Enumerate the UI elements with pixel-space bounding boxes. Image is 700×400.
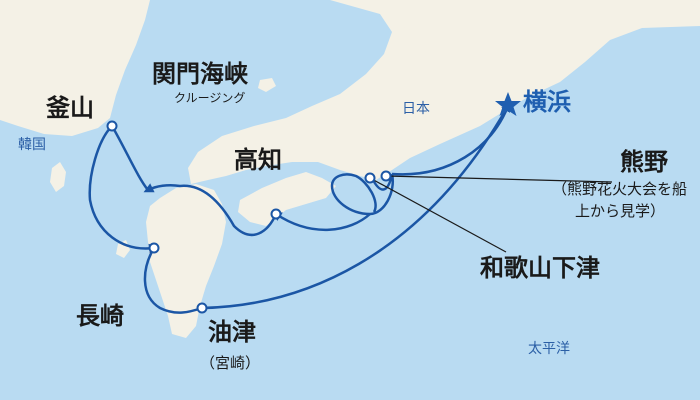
port-marker-nagasaki [148, 242, 160, 254]
kyushu-island [146, 184, 226, 338]
port-note-kumano-2: 上から見学） [575, 202, 666, 220]
route-yokohama-to-kumano [391, 105, 510, 176]
port-marker-aburatsu [196, 302, 208, 314]
port-label-kochi: 高知 [234, 146, 282, 174]
japan-main-landmass [188, 0, 700, 184]
leader-line-wakayama [369, 177, 507, 253]
port-marker-busan [106, 120, 118, 132]
route-busan-to-nagasaki [88, 125, 159, 254]
korea-landmass [0, 0, 150, 136]
leader-line-kumano [385, 175, 613, 183]
port-label-busan: 釜山 [46, 94, 94, 122]
port-marker-wakayama-shimotsu [364, 172, 376, 184]
sado-island [398, 10, 420, 30]
port-label-kanmon: 関門海峡 [152, 60, 248, 88]
tsushima-island [50, 162, 66, 192]
region-label-korea: 韓国 [18, 137, 46, 153]
port-label-nagasaki: 長崎 [76, 302, 124, 330]
port-note-kanmon: クルージング [174, 91, 246, 105]
port-marker-kumano [380, 170, 392, 182]
shikoku-island [238, 172, 336, 226]
region-label-pacific: 太平洋 [528, 341, 570, 357]
port-label-aburatsu: 油津 [208, 318, 256, 346]
region-label-japan: 日本 [402, 101, 430, 117]
route-kochi-to-kanmon [143, 183, 278, 237]
oki-island [258, 78, 276, 92]
route-kumano-loop [330, 173, 395, 216]
port-label-kumano: 熊野 [620, 148, 668, 176]
port-marker-kochi [270, 208, 282, 220]
route-kanmon-to-busan [110, 125, 149, 191]
route-nagasaki-to-aburatsu [143, 247, 203, 314]
port-note-aburatsu: （宮崎） [200, 354, 261, 372]
route-to-kochi [271, 211, 371, 232]
port-label-yokohama: 横浜 [523, 88, 571, 116]
route-aburatsu-to-yokohama [201, 101, 511, 310]
star-icon [495, 92, 521, 116]
port-label-wakayama-shimotsu: 和歌山下津 [480, 254, 600, 282]
port-note-kumano-1: （熊野花火大会を船 [552, 180, 688, 198]
